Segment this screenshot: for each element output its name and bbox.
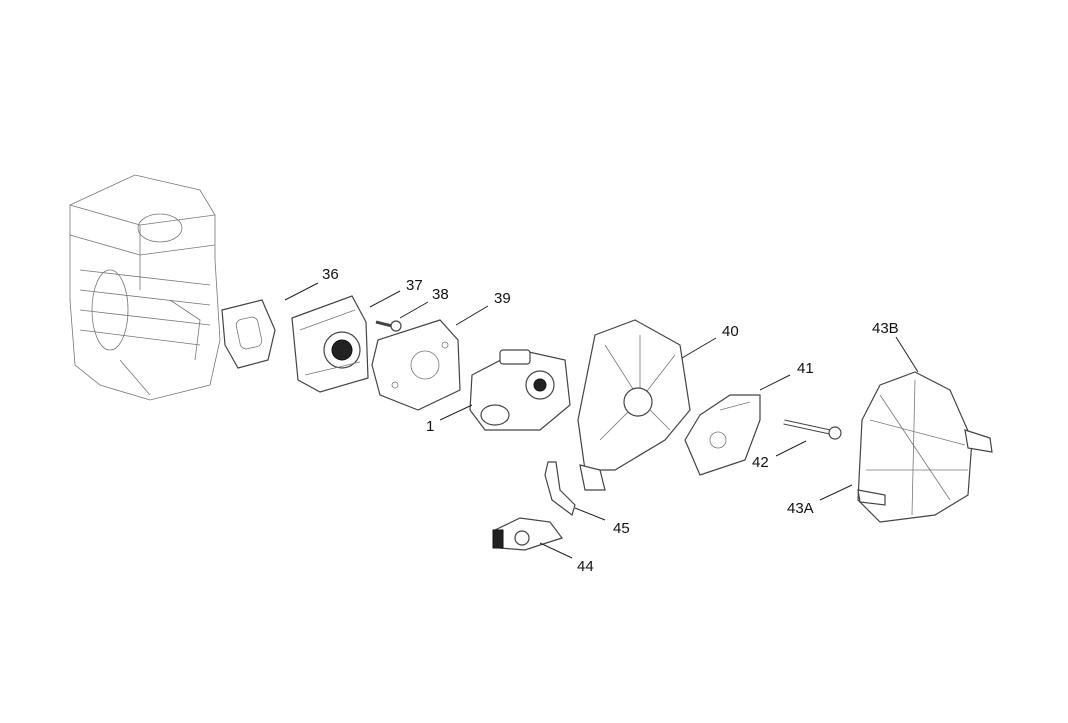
cylinder-drawing — [69, 174, 221, 401]
callout-1: 1 — [426, 418, 434, 435]
bracket-drawing — [544, 461, 576, 516]
callout-41: 41 — [797, 360, 814, 377]
choke-lever-drawing — [492, 517, 563, 551]
screw-drawing — [783, 419, 842, 440]
carburetor-drawing — [469, 349, 571, 431]
callout-45: 45 — [613, 520, 630, 537]
callout-42: 42 — [752, 454, 769, 471]
callout-43A: 43A — [787, 500, 814, 517]
callout-37: 37 — [406, 277, 423, 294]
carburetor-gasket-drawing — [371, 319, 461, 411]
callout-43B: 43B — [872, 320, 899, 337]
bolt-drawing — [375, 320, 402, 332]
air-filter-drawing — [857, 371, 993, 523]
callout-40: 40 — [722, 323, 739, 340]
choke-cover-drawing — [684, 394, 761, 476]
callout-38: 38 — [432, 286, 449, 303]
callout-36: 36 — [322, 266, 339, 283]
intake-gasket-drawing — [221, 299, 276, 369]
air-filter-base-drawing — [577, 319, 691, 491]
intake-manifold-drawing — [291, 295, 369, 393]
callout-39: 39 — [494, 290, 511, 307]
callout-44: 44 — [577, 558, 594, 575]
